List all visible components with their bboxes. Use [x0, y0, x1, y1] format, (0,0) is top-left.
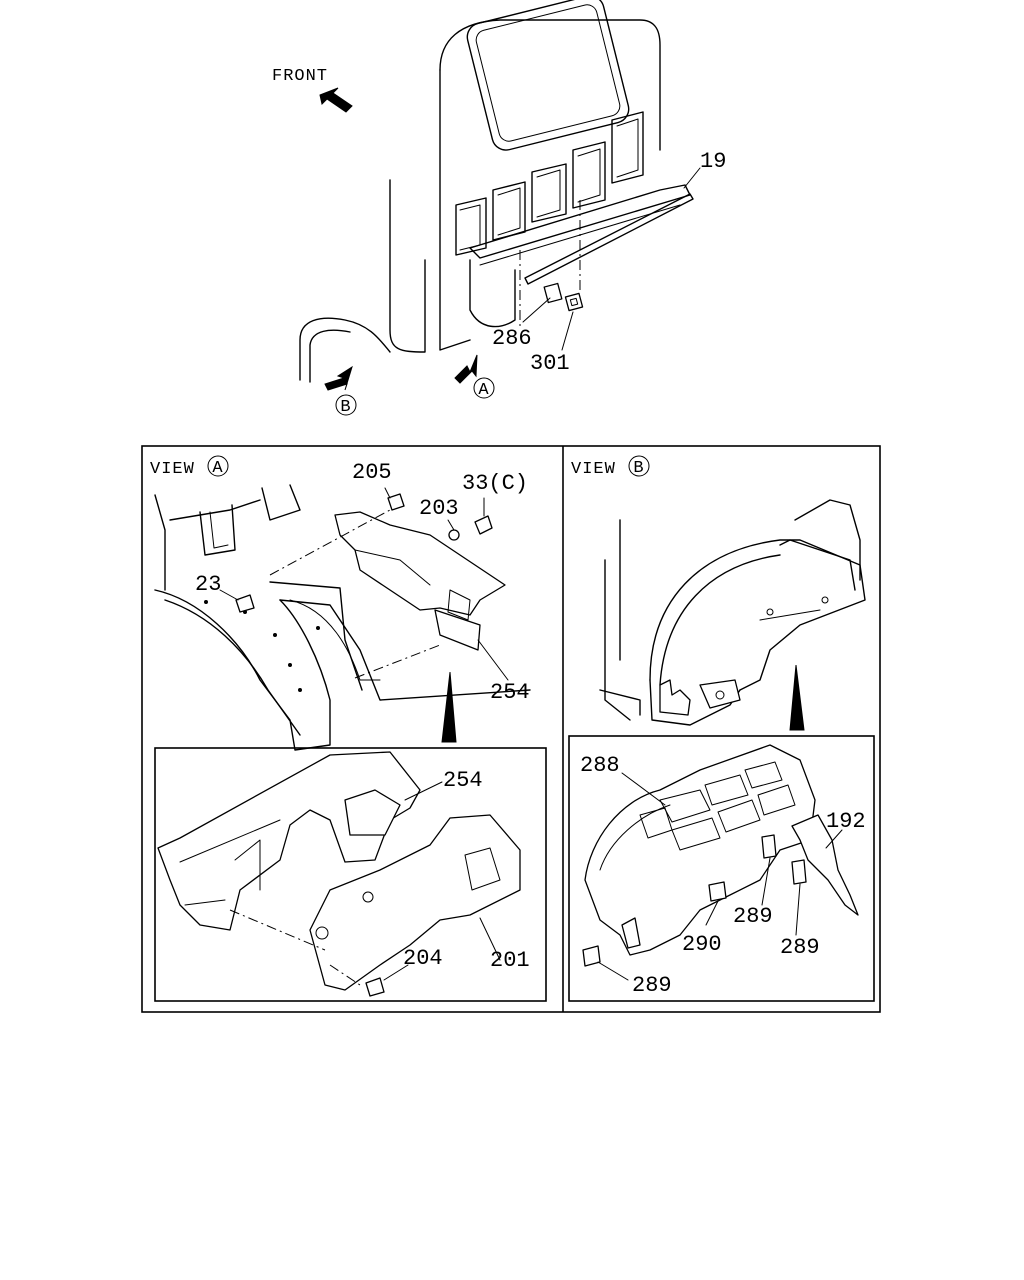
view-a-illustration [154, 484, 531, 997]
callout-289-right: 289 [780, 935, 820, 960]
callout-19: 19 [700, 149, 726, 174]
callout-290: 290 [682, 932, 722, 957]
callout-254-top: 254 [490, 680, 530, 705]
callout-289-bottom: 289 [632, 973, 672, 998]
callout-33c: 33(C) [462, 471, 528, 496]
marker-a: A [478, 381, 489, 400]
view-b-marker: B [633, 459, 644, 478]
front-label: FRONT [272, 67, 328, 86]
callout-254-detail: 254 [443, 768, 483, 793]
callout-203: 203 [419, 496, 459, 521]
callout-286: 286 [492, 326, 532, 351]
overview-illustration [299, 0, 701, 416]
view-b-title: VIEW [571, 460, 616, 479]
callout-301: 301 [530, 351, 570, 376]
callout-192: 192 [826, 809, 866, 834]
marker-b: B [340, 398, 351, 417]
view-a-title: VIEW [150, 460, 195, 479]
view-a-marker: A [212, 459, 223, 478]
views-frame [141, 445, 881, 1013]
view-b-detail-frame [568, 735, 875, 1002]
callout-289-mid: 289 [733, 904, 773, 929]
view-a-detail-frame [154, 747, 547, 1002]
callout-23: 23 [195, 572, 221, 597]
callout-288: 288 [580, 753, 620, 778]
callout-205: 205 [352, 460, 392, 485]
callout-201: 201 [490, 948, 530, 973]
callout-204: 204 [403, 946, 443, 971]
view-b-illustration [582, 499, 866, 981]
